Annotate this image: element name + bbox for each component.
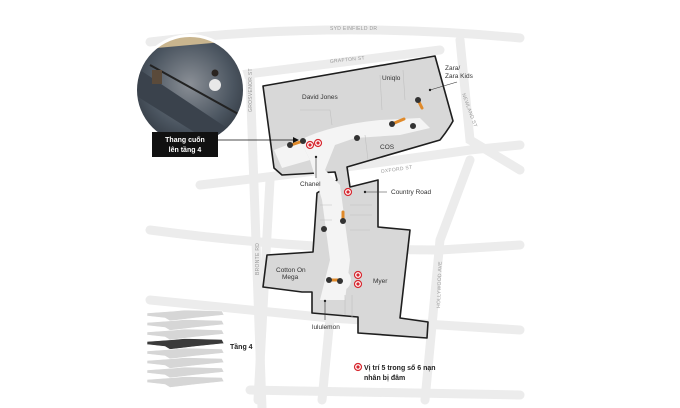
floor-stack-icon	[146, 309, 225, 388]
store-cotton-on-line1: Cotton On	[276, 267, 306, 274]
store-david-jones: David Jones	[302, 94, 339, 101]
escalator-photo	[134, 34, 246, 146]
street-label-bronte: BRONTE RD	[255, 243, 261, 275]
victim-marker	[353, 270, 363, 280]
escalator-icon	[287, 138, 306, 148]
elevator-icon	[354, 135, 360, 141]
store-myer: Myer	[373, 278, 388, 285]
elevator-icon	[410, 123, 416, 129]
store-uniqlo: Uniqlo	[382, 75, 401, 82]
mall-building	[262, 55, 454, 339]
elevator-icon	[321, 226, 327, 232]
victim-marker	[305, 140, 315, 150]
floor-layer	[146, 347, 225, 360]
store-cotton-on-line2: Mega	[282, 274, 299, 281]
floor-layer	[146, 328, 225, 341]
store-chanel: Chanel	[300, 181, 321, 188]
floor-layer	[146, 357, 225, 369]
street-label-oxford: OXFORD ST	[380, 165, 412, 175]
victim-marker	[353, 279, 363, 289]
floor-layer	[146, 309, 225, 322]
legend: Vị trí 5 trong số 6 nạn nhân bị đâm	[353, 362, 436, 382]
escalator-icon	[326, 277, 343, 284]
store-lululemon: lululemon	[312, 324, 340, 331]
legend-line2: nhân bị đâm	[364, 375, 405, 382]
victim-markers	[305, 138, 363, 289]
escalator-icons	[287, 97, 424, 284]
store-zara-line2: Zara Kids	[445, 73, 474, 80]
street-label-syd-einfield: SYD EINFIELD DR	[330, 26, 377, 32]
callout-line2: lên tầng 4	[169, 145, 202, 154]
store-zara-line1: Zara/	[445, 65, 460, 72]
store-cos: COS	[380, 144, 395, 151]
victim-marker	[343, 187, 353, 197]
callout-line1: Thang cuốn	[165, 136, 205, 144]
escalator-callout: Thang cuốn lên tầng 4	[152, 132, 299, 157]
floor-layer	[146, 376, 225, 388]
legend-line1: Vị trí 5 trong số 6 nạn	[364, 364, 436, 372]
street-label-grosvenor: GROSVENOR ST	[248, 68, 254, 112]
floor-layer-highlighted	[146, 338, 225, 350]
store-country-road: Country Road	[391, 189, 431, 196]
street-label-hollywood: HOLLYWOOD AVE	[436, 261, 444, 308]
escalator-icon	[389, 117, 406, 127]
victim-marker	[313, 138, 323, 148]
floor-layer	[146, 319, 225, 331]
floor-label: Tầng 4	[230, 342, 253, 351]
street-label-grafton: GRAFTON ST	[330, 55, 366, 65]
floor-layer	[146, 366, 225, 379]
escalator-icon	[340, 210, 346, 224]
escalator-icon	[415, 97, 424, 110]
